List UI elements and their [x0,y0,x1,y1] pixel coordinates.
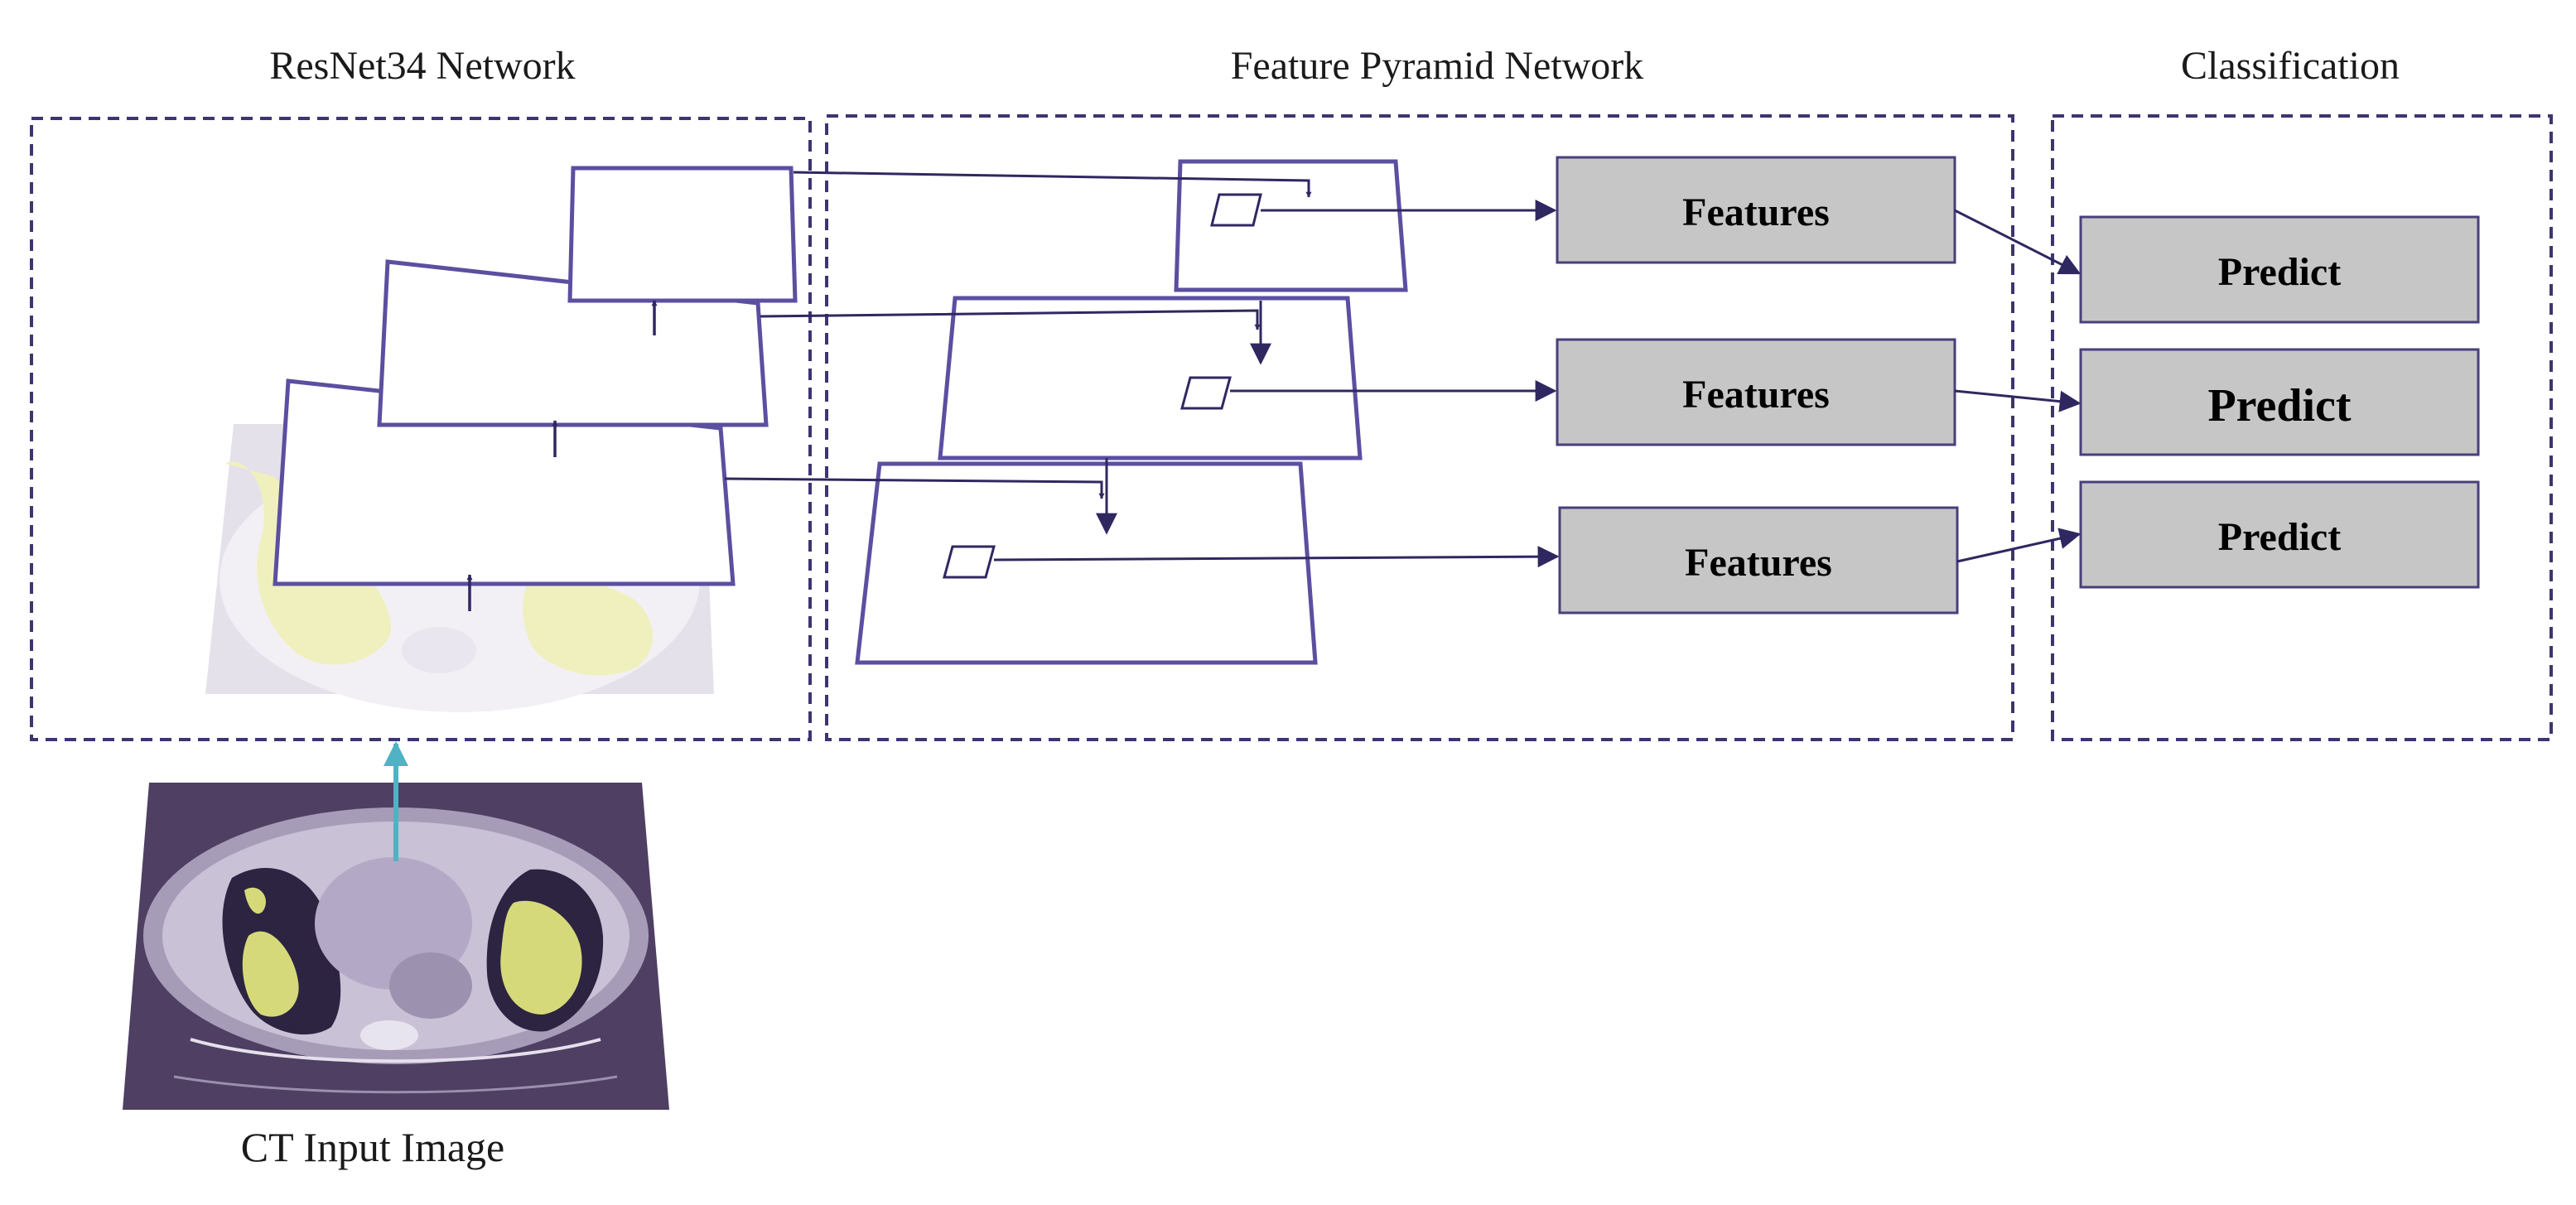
features-to-predict-arrow-2 [1954,389,2082,412]
predict-label-3: Predict [2218,515,2341,559]
ct-input-image [123,783,669,1110]
features-to-predict-arrow-1 [1954,209,2082,275]
predict-label-1: Predict [2218,250,2341,294]
lateral-connection-bottom [724,477,1105,499]
fpn-window-bottom [943,545,996,579]
fpn-section-title: Feature Pyramid Network [1231,44,1644,88]
window-to-features-arrow-3 [993,546,1560,568]
predict-box-1: Predict [2079,215,2480,324]
fpn-feature-map-bottom [855,461,1318,665]
features-label-3: Features [1685,541,1832,585]
resnet-feature-map-level-3 [567,166,798,303]
resnet-section-title: ResNet34 Network [269,44,575,88]
predict-box-3: Predict [2079,480,2480,589]
features-to-predict-arrow-3 [1956,528,2082,563]
lateral-connection-middle [760,309,1261,330]
fpn-window-top [1210,193,1262,227]
fpn-window-middle [1180,376,1232,410]
features-box-1: Features [1556,156,1956,264]
predict-label-2: Predict [2207,380,2351,431]
features-box-3: Features [1558,506,1959,615]
features-label-2: Features [1682,373,1830,417]
lateral-connection-top [793,171,1312,198]
features-label-1: Features [1682,190,1830,234]
classification-section-border [2051,114,2553,741]
predict-box-2: Predict [2079,348,2480,456]
classification-section-title: Classification [2181,44,2400,88]
ct-input-caption: CT Input Image [241,1124,504,1170]
resnet-section-border [30,117,812,741]
features-box-2: Features [1556,338,1956,446]
fpn-feature-map-middle [938,296,1363,460]
fpn-section-border [825,114,2014,741]
